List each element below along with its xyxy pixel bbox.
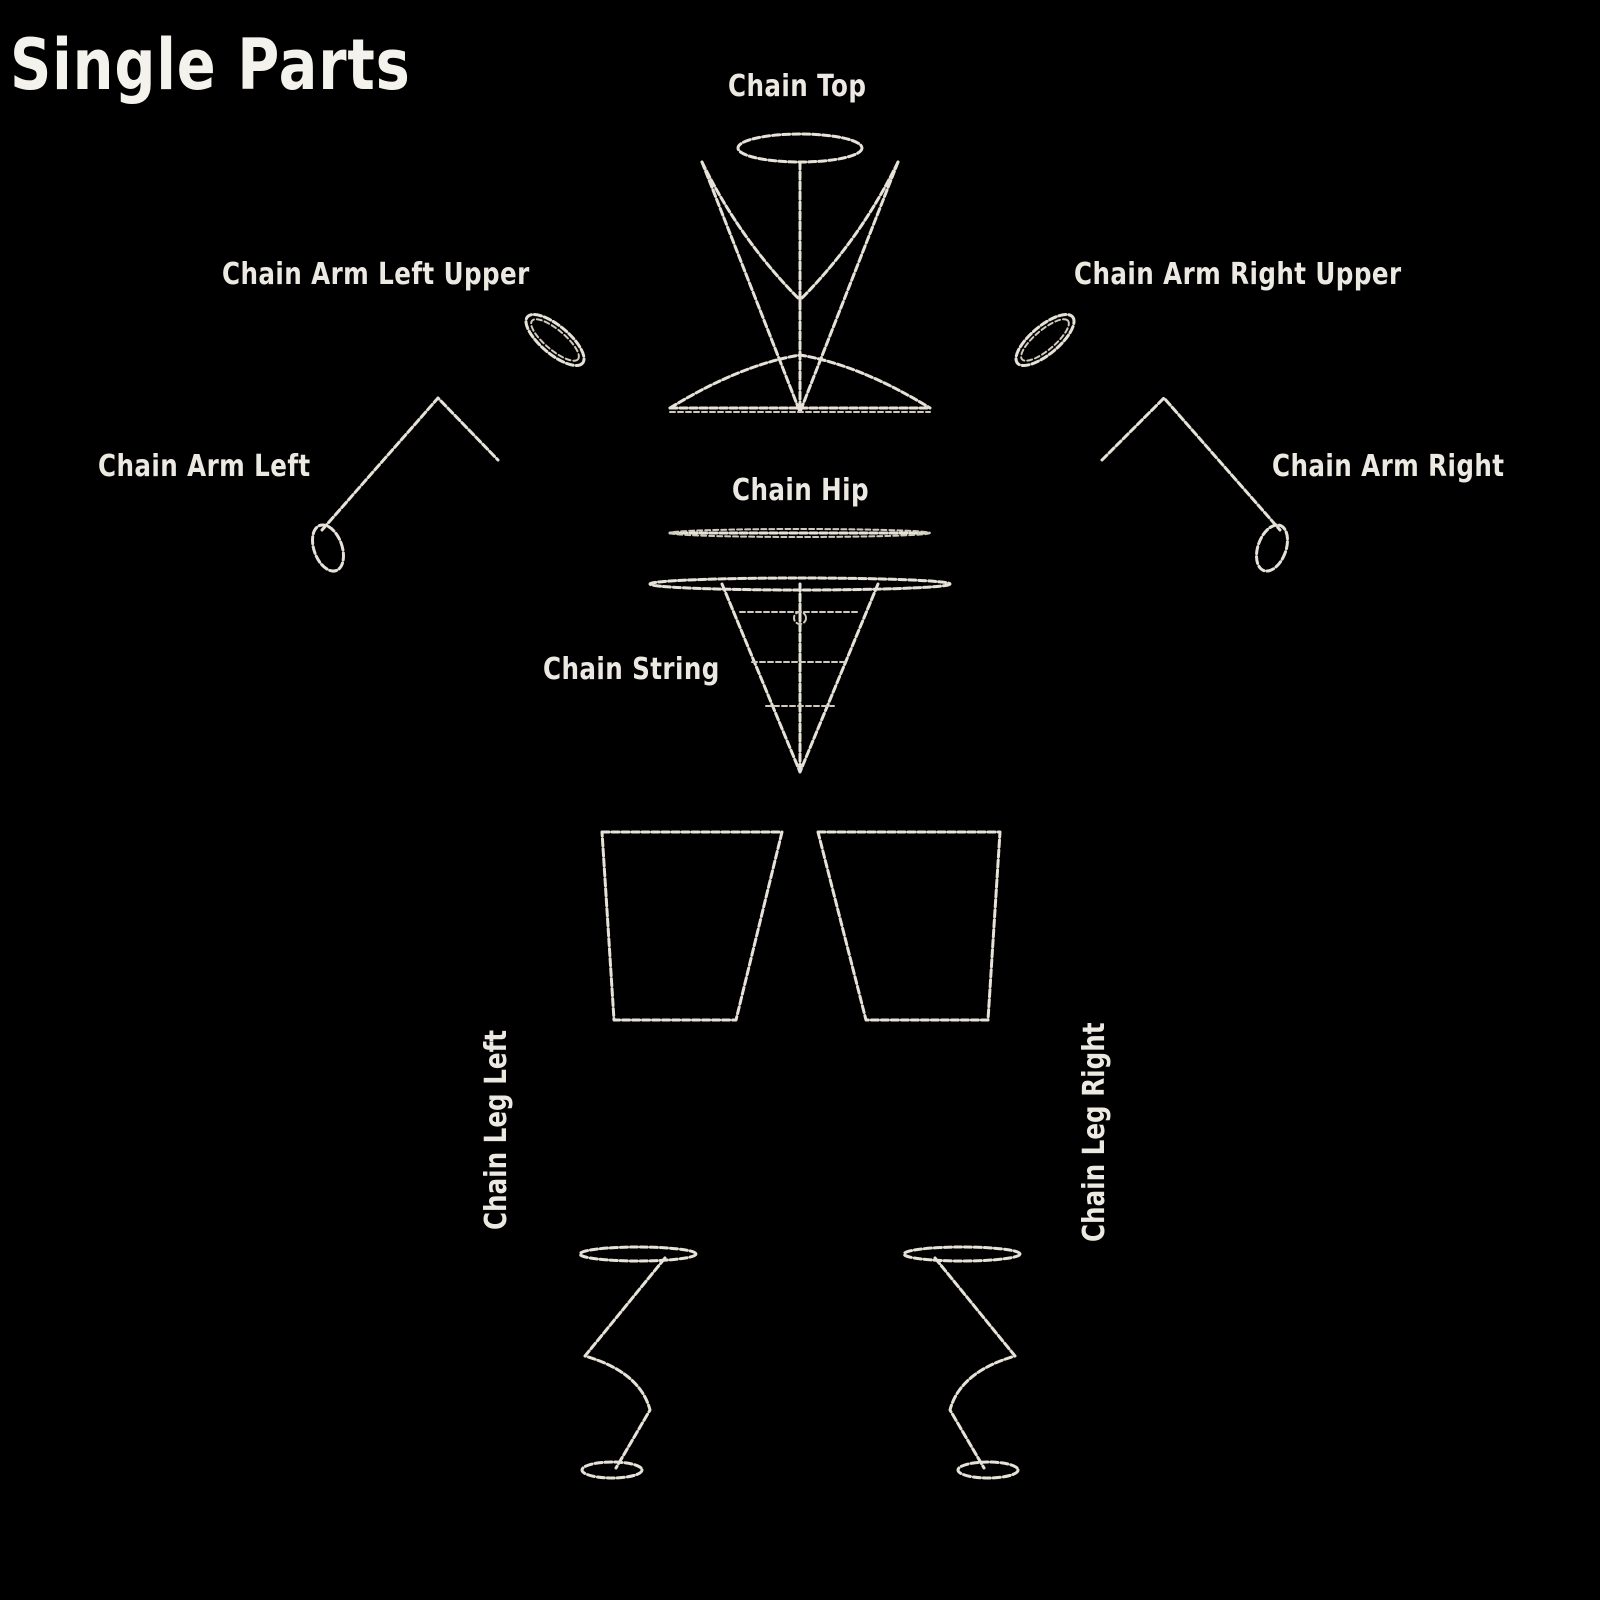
- chain-leg-right-lower-piece: [902, 1245, 1022, 1480]
- chain-arm-left-piece: [310, 396, 500, 573]
- label-chain-top: Chain Top: [728, 69, 867, 104]
- chain-arm-left-upper-piece: [524, 312, 586, 368]
- label-chain-arm-left: Chain Arm Left: [98, 449, 311, 484]
- label-chain-arm-right-upper: Chain Arm Right Upper: [1074, 257, 1402, 292]
- label-chain-arm-left-upper: Chain Arm Left Upper: [222, 257, 530, 292]
- chain-arm-right-upper-piece: [1014, 312, 1076, 368]
- chain-leg-right-upper-piece: [816, 830, 1002, 1022]
- chain-leg-left-upper-piece: [600, 830, 784, 1022]
- label-chain-arm-right: Chain Arm Right: [1272, 449, 1505, 484]
- chain-leg-left-lower-piece: [578, 1245, 698, 1480]
- chain-hip-piece: [668, 528, 932, 538]
- chain-string-piece: [648, 576, 952, 774]
- label-chain-hip: Chain Hip: [732, 473, 870, 508]
- chain-top-piece: [668, 132, 932, 414]
- chain-arm-right-piece: [1100, 396, 1290, 573]
- label-chain-string: Chain String: [543, 652, 720, 687]
- page-title: Single Parts: [10, 24, 411, 106]
